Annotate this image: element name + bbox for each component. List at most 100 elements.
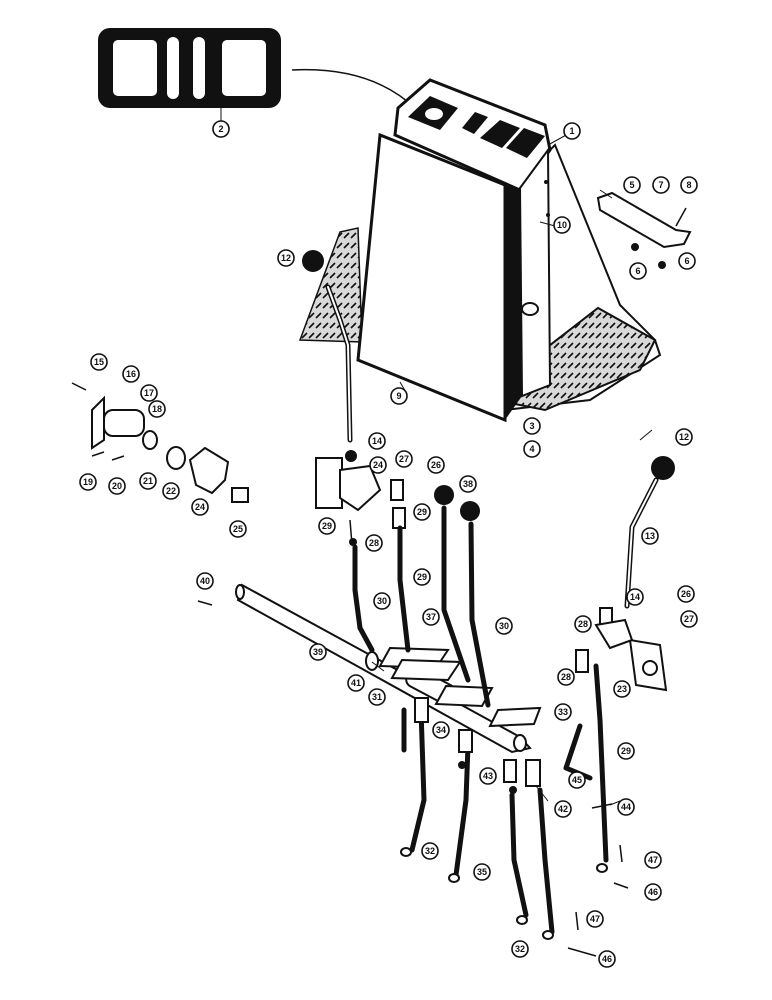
callout-47: 47 [586,910,604,928]
callout-44: 44 [617,798,635,816]
callout-28: 28 [557,668,575,686]
callout-40: 40 [196,572,214,590]
callouts: 2 1 5 7 8 10 6 6 12 9 3 4 15 16 17 18 19… [79,120,698,968]
knob-part [302,250,324,272]
callout-43: 43 [479,767,497,785]
callout-22: 22 [162,482,180,500]
callout-label: 14 [372,436,382,446]
callout-label: 23 [617,684,627,694]
callout-label: 2 [218,124,223,134]
callout-label: 15 [94,357,104,367]
callout-1: 1 [563,122,581,140]
callout-17: 17 [140,384,158,402]
callout-label: 8 [686,180,691,190]
callout-label: 31 [372,692,382,702]
callout-14: 14 [368,432,386,450]
callout-label: 37 [426,612,436,622]
callout-37: 37 [422,608,440,626]
callout-label: 20 [112,481,122,491]
callout-label: 27 [684,614,694,624]
callout-26: 26 [427,456,445,474]
callout-label: 39 [313,647,323,657]
callout-label: 9 [396,391,401,401]
callout-14: 14 [626,588,644,606]
leader-lines [220,108,653,806]
knob-part [651,456,675,480]
callout-label: 18 [152,404,162,414]
callout-46: 46 [598,950,616,968]
callout-label: 30 [499,621,509,631]
callout-label: 3 [529,421,534,431]
callout-32: 32 [511,940,529,958]
callout-11: 10 [553,216,571,234]
callout-3: 3 [523,417,541,435]
callout-38: 38 [459,475,477,493]
callout-label: 45 [572,775,582,785]
callout-label: 42 [558,804,568,814]
callout-label: 29 [621,746,631,756]
callout-6: 6 [678,252,696,270]
callout-46: 46 [644,883,662,901]
callout-label: 41 [351,678,361,688]
callout-20: 20 [108,477,126,495]
callout-label: 6 [635,266,640,276]
callout-29: 29 [413,503,431,521]
callout-5: 5 [623,176,641,194]
callout-label: 38 [463,479,473,489]
callout-35: 35 [473,863,491,881]
callout-label: 21 [143,476,153,486]
callout-label: 47 [590,914,600,924]
callout-label: 29 [322,521,332,531]
callout-label: 26 [431,460,441,470]
bracket-part [596,191,692,269]
callout-12: 12 [277,249,295,267]
callout-label: 16 [126,369,136,379]
callout-34: 34 [432,721,450,739]
callout-27: 27 [395,450,413,468]
knob-part [460,501,480,521]
callout-label: 44 [621,802,631,812]
callout-label: 10 [557,220,567,230]
callout-15: 15 [90,353,108,371]
clevis-part [414,697,541,787]
callout-19: 19 [79,473,97,491]
callout-label: 46 [648,887,658,897]
callout-label: 24 [373,460,383,470]
console-housing [298,78,662,423]
callout-4: 4 [523,440,541,458]
callout-label: 28 [561,672,571,682]
callout-label: 7 [658,180,663,190]
callout-27: 27 [680,610,698,628]
pivot-assembly-right [575,607,668,692]
callout-29: 29 [318,517,336,535]
callout-18: 18 [148,400,166,418]
pivot-assembly-center [315,450,406,546]
callout-label: 22 [166,486,176,496]
callout-label: 28 [369,538,379,548]
callout-32: 32 [421,842,439,860]
callout-label: 26 [681,589,691,599]
knob-part [434,485,454,505]
callout-12: 12 [675,428,693,446]
callout-label: 19 [83,477,93,487]
callout-31: 31 [368,688,386,706]
callout-47: 47 [644,851,662,869]
callout-25: 25 [229,520,247,538]
callout-label: 12 [679,432,689,442]
callout-label: 29 [417,507,427,517]
callout-24: 24 [191,498,209,516]
callout-30: 30 [495,617,513,635]
shaft-part [197,583,542,754]
callout-45: 45 [568,771,586,789]
callout-6: 6 [629,262,647,280]
callout-label: 4 [529,444,534,454]
callout-29: 29 [617,742,635,760]
callout-label: 30 [377,596,387,606]
callout-label: 32 [515,944,525,954]
callout-label: 24 [195,502,205,512]
callout-label: 47 [648,855,658,865]
callout-label: 12 [281,253,291,263]
gasket-arrow [291,68,420,113]
callout-39: 39 [309,643,327,661]
